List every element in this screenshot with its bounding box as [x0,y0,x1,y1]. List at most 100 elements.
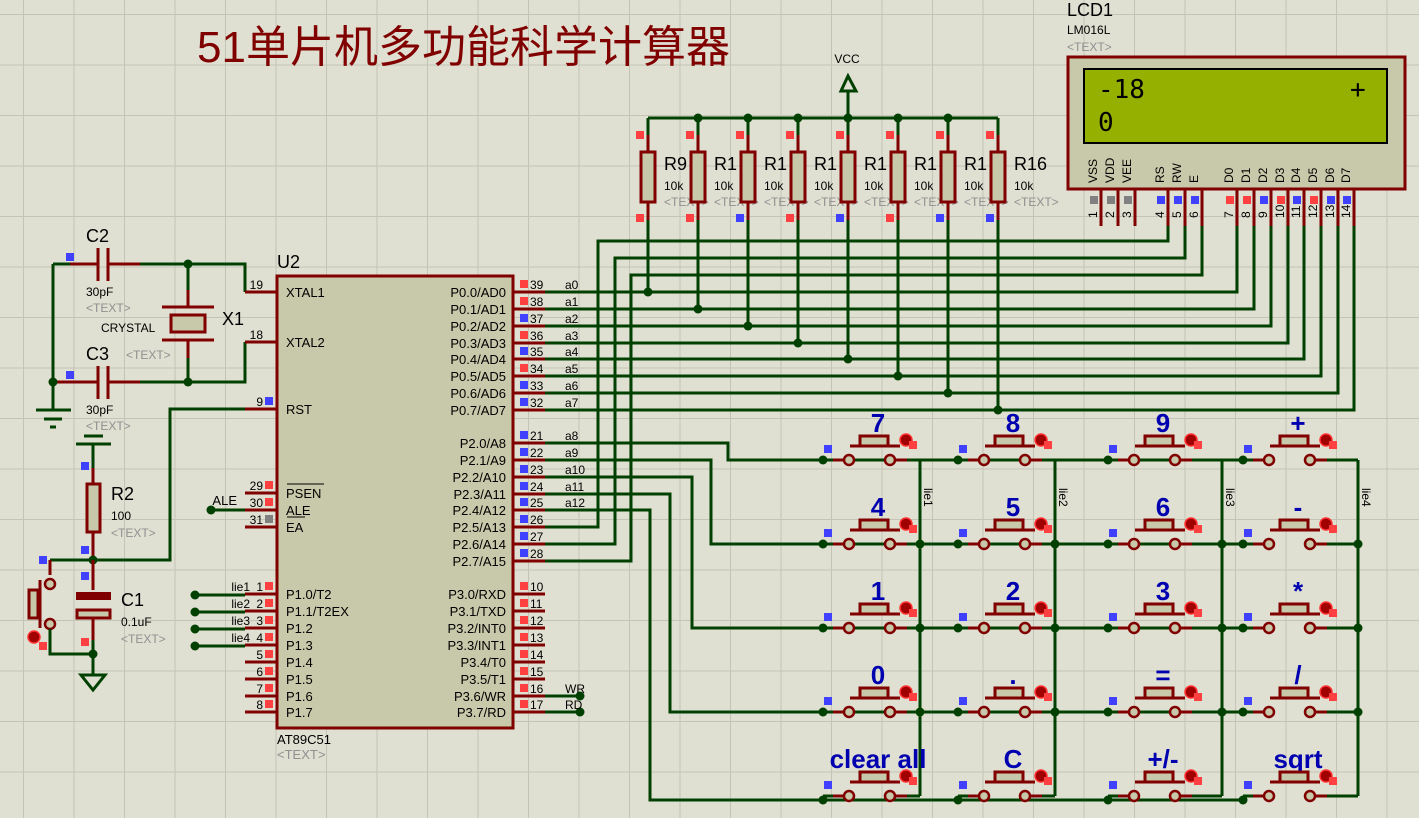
key-dot[interactable]: . [959,660,1052,719]
mcu-body[interactable] [275,274,515,730]
key-divide[interactable]: / [1244,660,1337,719]
net-label-lie4: lie4 [1359,488,1373,507]
lcd-pin-e[interactable]: E6 [1187,175,1204,226]
key-0[interactable]: 0 [824,660,917,719]
key-plusdivideminus[interactable]: +/- [1109,744,1202,803]
pin-number: 10 [530,580,544,594]
key-equals[interactable]: = [1109,660,1202,719]
key-2[interactable]: 2 [959,576,1052,635]
key-4[interactable]: 4 [824,492,917,551]
junction-dot [190,641,200,651]
key-5[interactable]: 5 [959,492,1052,551]
key-3[interactable]: 3 [1109,576,1202,635]
logic-state-blue [520,448,528,456]
key-minus[interactable]: - [1244,492,1337,551]
key-sqrt[interactable]: sqrt [1244,744,1337,803]
logic-state-blue [520,532,528,540]
key-plus[interactable]: + [1244,408,1337,467]
capacitor-c1[interactable]: C10.1uF<TEXT> [75,572,166,646]
key-9[interactable]: 9 [1109,408,1202,467]
net-label: WR [565,682,585,696]
lcd-pin-d1[interactable]: D18 [1239,167,1256,226]
lcd-pin-rw[interactable]: RW5 [1170,163,1187,226]
logic-state-red [1329,693,1337,701]
logic-state-blue [936,214,944,222]
key-multiply[interactable]: * [1244,576,1337,635]
lcd-lm016l[interactable]: LCD1LM016L<TEXT>-18+0VSS1VDD2VEE3RS4RW5E… [1066,0,1407,226]
key-C[interactable]: C [959,744,1052,803]
key-clear-all[interactable]: clear all [824,744,926,803]
lcd-pin-rs[interactable]: RS4 [1153,166,1170,226]
c2-ref: C2 [86,226,109,246]
key-7[interactable]: 7 [824,408,917,467]
key-6[interactable]: 6 [1109,492,1202,551]
logic-state-blue [520,515,528,523]
key-8[interactable]: 8 [959,408,1052,467]
lcd-pin-name: RW [1170,163,1184,183]
lcd-pin-d2[interactable]: D29 [1256,167,1273,226]
key-1[interactable]: 1 [824,576,917,635]
lcd-pin-number: 9 [1256,211,1270,218]
c1-text: <TEXT> [121,632,166,646]
key-label: 1 [871,576,885,606]
lcd-pin-d0[interactable]: D07 [1222,167,1239,226]
reset-button[interactable] [27,556,93,656]
